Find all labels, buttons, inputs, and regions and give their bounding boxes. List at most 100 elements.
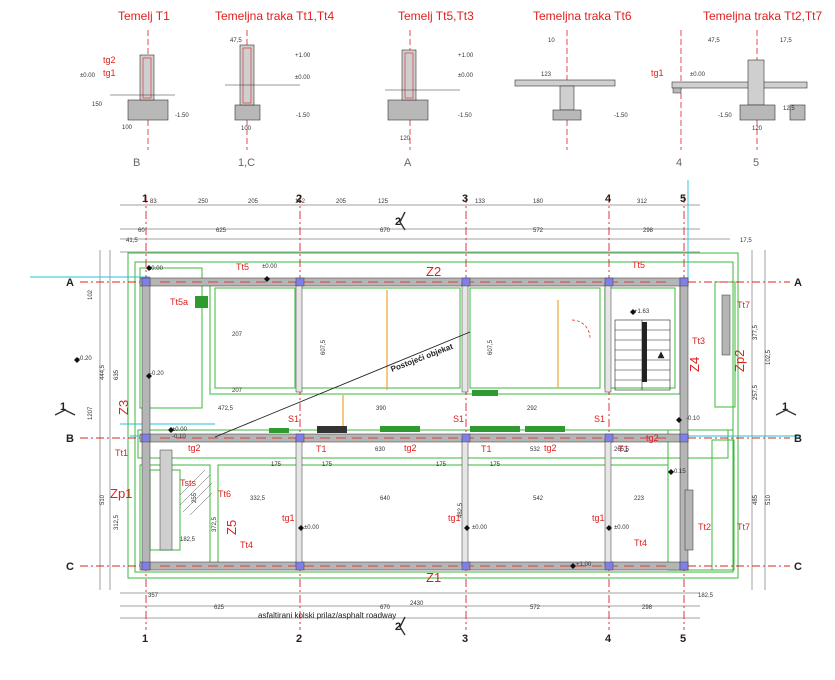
level-markers <box>74 265 682 569</box>
hatched-block <box>317 426 347 433</box>
dim-r207-top: 207 <box>232 332 243 338</box>
sec2-level-p100: +1.00 <box>295 53 311 59</box>
level-p163: +1.63 <box>634 309 650 315</box>
dim-r2655: 265,5 <box>614 447 630 453</box>
dim-625: 625 <box>216 228 227 234</box>
axis-b-right: B <box>794 433 802 445</box>
section-title-t1: Temelj T1 <box>118 9 170 23</box>
dim-r2575: 257,5 <box>753 384 759 400</box>
section-tt1-tt4: 47,5 +1.00 ±0.00 -1.50 100 1,C <box>225 30 311 169</box>
wall-z4: Z4 <box>687 357 702 372</box>
dim-415: 41,5 <box>126 238 138 244</box>
dim-r6075-b: 607,5 <box>488 339 494 355</box>
dim-b572: 572 <box>530 605 541 611</box>
dim-r510: 510 <box>766 494 772 505</box>
section-marker-2-top: 2 <box>395 211 406 231</box>
sec-level-zero: ±0.00 <box>80 73 96 79</box>
dim-60: 60 <box>138 228 145 234</box>
foundation-outlines <box>127 252 739 579</box>
label-tg2-b: tg2 <box>404 443 417 453</box>
sec2-level-m150: -1.50 <box>296 113 310 119</box>
level-m020-left: -0.20 <box>78 356 92 362</box>
section-ref-1c: 1,C <box>238 157 255 169</box>
label-tt5a: Tt5a <box>170 297 188 307</box>
label-tt4-a: Tt4 <box>240 540 253 550</box>
section-marker-1-right: 1 <box>775 401 797 416</box>
label-tg1-c: tg1 <box>592 513 605 523</box>
dim-r3725: 372,5 <box>212 516 218 532</box>
section-title-tt6: Temeljna traka Tt6 <box>533 9 632 23</box>
sec4-level-m150: -1.50 <box>614 113 628 119</box>
label-tsts: Tsts <box>180 478 197 488</box>
dim-83: 83 <box>150 199 157 205</box>
axis-5-top: 5 <box>680 193 686 205</box>
label-s1-a: S1 <box>288 414 299 424</box>
dim-r175-a: 175 <box>271 462 282 468</box>
axis-a-right: A <box>794 277 802 289</box>
label-tt4-b: Tt4 <box>634 538 647 548</box>
wall-z2: Z2 <box>426 264 441 279</box>
dim-298: 298 <box>643 228 654 234</box>
dim-r1825: 182,5 <box>180 537 196 543</box>
section-tt2-tt7: tg1 ±0.00 47,5 17,5 12,5 120 -1.50 4 5 <box>651 30 808 169</box>
dim-b625: 625 <box>214 605 225 611</box>
level-m010-b: -0.10 <box>686 416 700 422</box>
sec3-level-p100: +1.00 <box>458 53 474 59</box>
section-marker-1-right-label: 1 <box>782 401 788 413</box>
section-ref-4: 4 <box>676 157 682 169</box>
dim-b357: 357 <box>148 593 159 599</box>
axis-a-left: A <box>66 277 74 289</box>
section-marker-2-bottom-label: 2 <box>395 621 401 633</box>
existing-object-label: Postojeći objekat <box>389 342 454 374</box>
level-m010: -0.10 <box>172 434 186 440</box>
wall-z5: Z5 <box>224 520 239 535</box>
sec5-level-zero: ±0.00 <box>690 72 706 78</box>
sec-dim-100: 100 <box>122 125 133 131</box>
dim-r292: 292 <box>527 406 538 412</box>
dim-205b: 205 <box>336 199 347 205</box>
tsts-wall <box>159 449 173 551</box>
section-ref-a: A <box>404 157 412 169</box>
level-zero-e: ±0.00 <box>472 525 488 531</box>
tsts-hatch <box>179 469 213 516</box>
column-marks <box>141 277 689 571</box>
section-marker-1-left: 1 <box>54 401 76 416</box>
label-tg2-d: tg2 <box>646 433 659 443</box>
roadway-note: asfaltirani kolski prilaz/asphalt roadwa… <box>258 611 396 620</box>
dim-r390: 390 <box>376 406 387 412</box>
dim-r1025: 102,5 <box>766 349 772 365</box>
dim-r175-b: 175 <box>322 462 333 468</box>
main-plan: 83 250 205 152 205 125 133 180 312 41,5 … <box>30 180 802 645</box>
section-t1: tg2 tg1 ±0.00 150 100 -1.50 B <box>80 30 189 169</box>
dim-r6075-a: 607,5 <box>321 339 327 355</box>
label-s1-b: S1 <box>453 414 464 424</box>
section-marker-1-left-label: 1 <box>60 401 66 413</box>
top-dimensions <box>99 204 766 619</box>
sec4-dim-123: 123 <box>541 72 552 78</box>
sec-dim-150: 150 <box>92 102 103 108</box>
axis-4-top: 4 <box>605 193 612 205</box>
sec2-dim-100: 100 <box>241 126 252 132</box>
wall-zp2: Zp2 <box>732 350 747 372</box>
label-tt2: Tt2 <box>698 522 711 532</box>
dim-l3125: 312,5 <box>114 514 120 530</box>
sec4-dim-10: 10 <box>548 38 555 44</box>
axis-2-bottom: 2 <box>296 633 302 645</box>
dim-r223: 223 <box>634 496 645 502</box>
label-tt6: Tt6 <box>218 489 231 499</box>
level-zero-c: ±0.00 <box>172 427 188 433</box>
stair-wall <box>642 322 647 382</box>
label-tt7-bottom: Tt7 <box>737 522 750 532</box>
label-tg2-a: tg2 <box>188 443 201 453</box>
dim-133: 133 <box>475 199 486 205</box>
sec3-level-zero: ±0.00 <box>458 73 474 79</box>
section-title-tt5-tt3: Temelj Tt5,Tt3 <box>398 9 474 23</box>
dim-125: 125 <box>378 199 389 205</box>
sec5-dim-175: 17,5 <box>780 38 792 44</box>
dim-r4725: 472,5 <box>218 406 234 412</box>
sec5-level-m150: -1.50 <box>718 113 732 119</box>
dim-572: 572 <box>533 228 544 234</box>
label-tg2-c: tg2 <box>544 443 557 453</box>
dim-r3775: 377,5 <box>753 324 759 340</box>
sec5-dim-475: 47,5 <box>708 38 720 44</box>
